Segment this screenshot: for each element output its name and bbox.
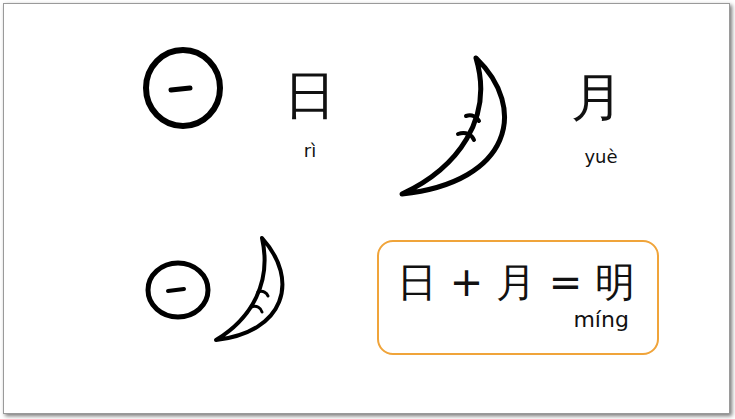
pinyin: yuè bbox=[584, 146, 617, 167]
moon-stroke bbox=[458, 133, 474, 140]
sun-stroke bbox=[168, 289, 184, 291]
moon-stroke bbox=[251, 306, 262, 312]
moon-drawing bbox=[402, 58, 505, 194]
sun-drawing bbox=[146, 50, 220, 126]
formula-box: 日 + 月 = 明míng bbox=[377, 240, 659, 355]
character: 月 bbox=[571, 63, 623, 133]
sun-stroke bbox=[171, 88, 190, 90]
formula-text: 日 + 月 = 明 bbox=[397, 258, 635, 306]
pinyin: míng bbox=[397, 306, 635, 335]
pinyin: rì bbox=[304, 140, 316, 161]
moon-stroke bbox=[466, 115, 479, 121]
moon-stroke bbox=[258, 291, 268, 296]
sun-drawing bbox=[148, 263, 208, 317]
character: 日 bbox=[284, 61, 336, 131]
moon-drawing bbox=[216, 238, 282, 340]
